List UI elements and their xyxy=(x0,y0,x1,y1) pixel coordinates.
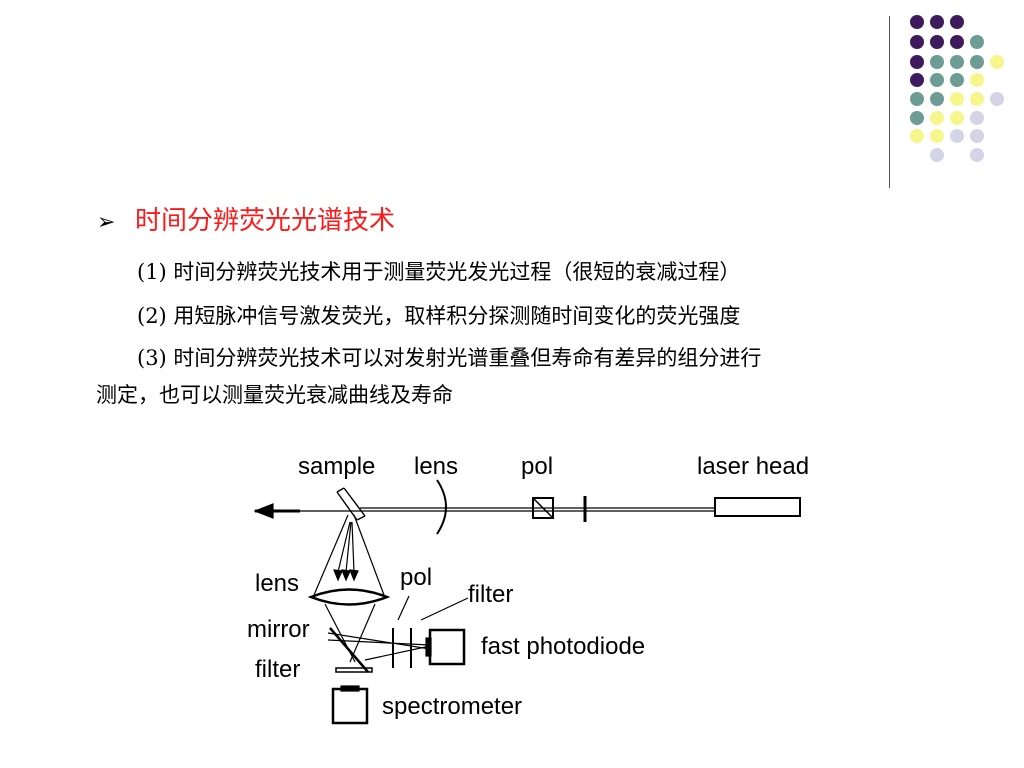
arrow-bullet-icon: ➢ xyxy=(97,210,116,235)
decorative-dot xyxy=(930,129,944,143)
reflected-ray-2 xyxy=(327,639,431,646)
paragraph-1: (1) 时间分辨荧光技术用于测量荧光发光过程（很短的衰减过程） xyxy=(137,260,741,284)
label-fast-photodiode: fast photodiode xyxy=(481,633,645,660)
label-laser-head: laser head xyxy=(697,453,809,480)
cone-right xyxy=(353,514,385,596)
decorative-dot xyxy=(930,15,944,29)
decorative-dot xyxy=(910,55,924,69)
decorative-dot xyxy=(970,111,984,125)
lens-bottom xyxy=(307,588,391,606)
decorative-dot xyxy=(970,35,984,49)
label-lens-top: lens xyxy=(414,453,458,480)
decorative-dot xyxy=(970,129,984,143)
decorative-dot xyxy=(950,15,964,29)
decorative-dot xyxy=(930,92,944,106)
label-sample: sample xyxy=(298,453,375,480)
decorative-dot xyxy=(990,55,1004,69)
decorative-dot xyxy=(910,35,924,49)
cone-left xyxy=(313,514,349,596)
label-spectrometer: spectrometer xyxy=(382,693,522,720)
reflected-ray-1 xyxy=(327,632,431,650)
label-mirror: mirror xyxy=(247,616,310,643)
decorative-dot xyxy=(950,129,964,143)
paragraph-3-continued: 测定，也可以测量荧光衰减曲线及寿命 xyxy=(96,383,453,407)
decorative-dot xyxy=(970,55,984,69)
decorative-divider-line xyxy=(889,16,890,188)
reflected-ray-3 xyxy=(364,645,431,661)
emission-arrows xyxy=(333,521,359,582)
slide-heading: ➢ 时间分辨荧光光谱技术 xyxy=(97,200,395,237)
filter-leader-line xyxy=(420,597,469,621)
decorative-dot xyxy=(950,55,964,69)
fast-photodiode-box xyxy=(425,628,466,666)
decorative-dot xyxy=(930,55,944,69)
decorative-dot xyxy=(930,35,944,49)
decorative-dot xyxy=(910,129,924,143)
decorative-dot xyxy=(930,148,944,162)
label-lens-bottom: lens xyxy=(255,570,299,597)
lens-top xyxy=(436,479,447,535)
ray-2 xyxy=(349,603,376,663)
heading-text: 时间分辨荧光光谱技术 xyxy=(135,206,396,236)
decorative-dot xyxy=(950,92,964,106)
decorative-dot xyxy=(970,73,984,87)
decorative-dot xyxy=(950,35,964,49)
decorative-dot xyxy=(910,73,924,87)
decorative-dot xyxy=(950,73,964,87)
label-pol-top: pol xyxy=(521,453,553,480)
laser-head-box xyxy=(714,497,801,517)
decorative-dot xyxy=(950,111,964,125)
polarizer-top xyxy=(532,497,554,519)
decorative-dot xyxy=(970,148,984,162)
label-filter-right: filter xyxy=(468,581,513,608)
mirror-element xyxy=(329,627,369,673)
paragraph-3: (3) 时间分辨荧光技术可以对发射光谱重叠但寿命有差异的组分进行 xyxy=(137,346,762,370)
filter-spectrometer xyxy=(335,667,373,673)
decorative-dot xyxy=(910,111,924,125)
paragraph-2: (2) 用短脉冲信号激发荧光，取样积分探测随时间变化的荧光强度 xyxy=(137,304,741,328)
label-pol-bottom: pol xyxy=(400,564,432,591)
decorative-dot-grid xyxy=(910,15,1004,162)
setup-diagram: sample lens pol laser head lens pol filt… xyxy=(247,453,809,725)
decorative-dot xyxy=(930,73,944,87)
sample-plate xyxy=(336,487,366,521)
spectrometer-box xyxy=(331,685,369,725)
decorative-dot xyxy=(910,92,924,106)
decorative-dot xyxy=(930,111,944,125)
decorative-dot xyxy=(910,15,924,29)
decorative-dot xyxy=(970,92,984,106)
label-filter-left: filter xyxy=(255,656,300,683)
decorative-dot xyxy=(990,92,1004,106)
pol-leader-line xyxy=(397,595,410,621)
